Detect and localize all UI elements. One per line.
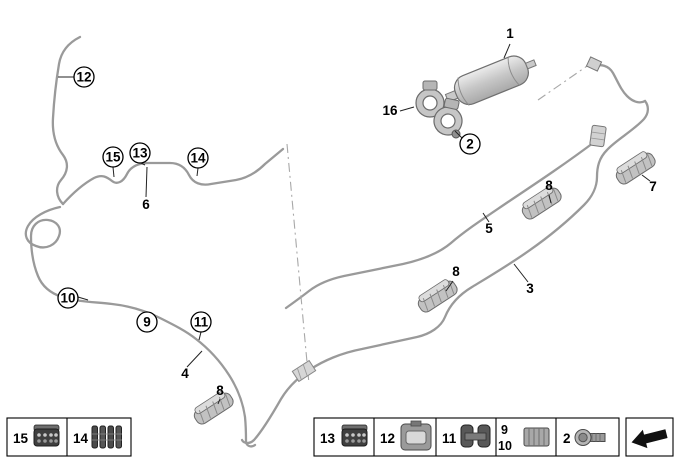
callout-4[interactable]: 4 [181, 366, 189, 381]
hex-screw-icon [574, 429, 606, 446]
plain-callouts: 1 16 6 5 3 7 4 8 8 8 [142, 26, 657, 398]
legend-num-12[interactable]: 12 [380, 431, 395, 446]
circled-callouts: 12 15 13 14 10 9 11 2 [57, 66, 481, 333]
leader-10 [77, 296, 89, 301]
clamp-bracket-pair [415, 80, 463, 139]
legend-group-right: 13 12 11 9 1 [313, 417, 620, 457]
legend-num-9[interactable]: 9 [501, 423, 508, 437]
legend-cell-9-10[interactable]: 9 10 [498, 423, 550, 453]
clamp-bolt [451, 129, 461, 139]
callout-15[interactable]: 15 [102, 146, 124, 168]
callout-6[interactable]: 6 [142, 197, 150, 212]
legend-cell-2[interactable]: 2 [563, 429, 606, 447]
leader-1 [503, 43, 511, 59]
callout-7[interactable]: 7 [649, 179, 657, 194]
pipe-sleeve [291, 359, 317, 383]
legend-cell-14[interactable]: 14 [73, 425, 122, 449]
cable-clip-icon [33, 424, 60, 447]
callout-10-label[interactable]: 10 [60, 291, 75, 306]
callout-9[interactable]: 9 [136, 311, 158, 333]
leader-7 [641, 174, 651, 182]
legend-num-15[interactable]: 15 [13, 431, 29, 446]
callout-9-label[interactable]: 9 [143, 315, 151, 330]
legend-num-10[interactable]: 10 [498, 439, 512, 453]
section-line-vertical [286, 143, 310, 385]
callout-14-label[interactable]: 14 [190, 151, 206, 166]
leader-5 [482, 212, 490, 223]
line-6-path [61, 147, 285, 206]
leader-8-upper [548, 194, 552, 204]
leader-8-middle [445, 280, 454, 292]
hose-12-path [51, 35, 82, 206]
pipe-3-path [240, 99, 650, 445]
callout-11-label[interactable]: 11 [194, 315, 209, 330]
leader-16 [399, 106, 415, 112]
clip-8-upper [517, 182, 564, 222]
callout-15-label[interactable]: 15 [105, 150, 121, 165]
callout-2-label[interactable]: 2 [466, 137, 474, 152]
callout-11[interactable]: 11 [190, 311, 212, 333]
rubber-damper-icon [523, 427, 550, 447]
fuel-filter [444, 55, 537, 106]
callout-2[interactable]: 2 [459, 133, 481, 155]
pipe-connector [589, 124, 607, 148]
leader-14 [196, 167, 199, 177]
callout-1[interactable]: 1 [506, 26, 514, 41]
callout-13[interactable]: 13 [129, 142, 151, 164]
callout-5[interactable]: 5 [485, 221, 493, 236]
callout-8-upper[interactable]: 8 [545, 178, 553, 193]
callout-10[interactable]: 10 [57, 287, 79, 309]
callout-16[interactable]: 16 [382, 103, 398, 118]
direction-arrow-icon [631, 429, 668, 449]
leader-2 [454, 130, 463, 139]
legend-cell-13[interactable]: 13 [320, 424, 368, 447]
legend-num-13[interactable]: 13 [320, 431, 336, 446]
legend: 15 14 13 [6, 417, 674, 457]
legend-cell-15[interactable]: 15 [13, 424, 60, 447]
callout-8-lower[interactable]: 8 [216, 383, 224, 398]
pipe-fitting [585, 56, 603, 72]
legend-cell-12[interactable]: 12 [380, 420, 432, 451]
callout-12[interactable]: 12 [73, 66, 95, 88]
line-holder-icon [400, 420, 432, 451]
callout-12-label[interactable]: 12 [76, 70, 91, 85]
filter-outlet-stub-path [590, 64, 647, 104]
legend-cell-11[interactable]: 11 [442, 424, 491, 448]
double-clip-icon [460, 424, 491, 448]
legend-group-left: 15 14 [6, 417, 132, 457]
leader-15 [112, 166, 115, 178]
legend-num-14[interactable]: 14 [73, 431, 89, 446]
clip-8-lower [189, 387, 236, 427]
pipe-5-path [284, 138, 599, 310]
callout-14[interactable]: 14 [187, 147, 209, 169]
grommet-stack-icon [91, 425, 122, 449]
callout-13-label[interactable]: 13 [132, 146, 148, 161]
cable-clip-icon [341, 424, 368, 447]
leader-11 [198, 331, 202, 341]
leader-6 [145, 166, 148, 198]
leader-8-lower [217, 398, 221, 405]
legend-direction-box [625, 417, 674, 457]
section-line-filter [537, 63, 591, 101]
legend-num-2[interactable]: 2 [563, 431, 571, 446]
callout-3[interactable]: 3 [526, 281, 534, 296]
callout-8-middle[interactable]: 8 [452, 264, 460, 279]
legend-num-11[interactable]: 11 [442, 431, 457, 446]
leader-3 [513, 263, 529, 283]
leader-4 [186, 350, 203, 368]
